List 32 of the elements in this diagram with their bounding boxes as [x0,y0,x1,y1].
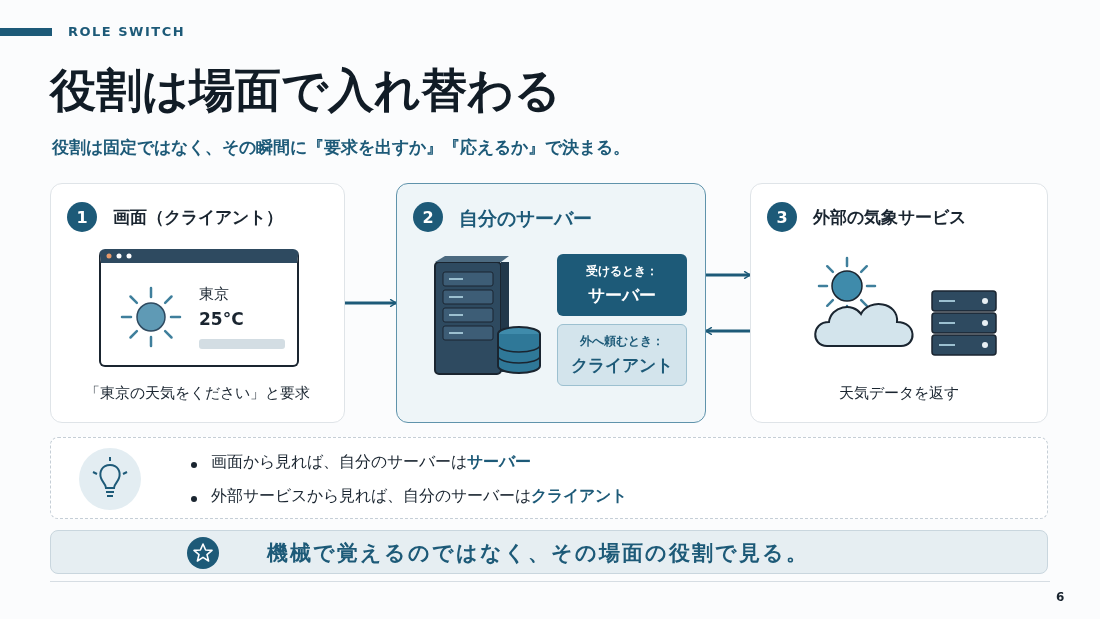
page-number: 6 [1056,590,1065,604]
role-name: サーバー [588,284,656,307]
bullet-text: 画面から見れば、自分のサーバーはサーバー [211,452,531,473]
role-box [557,324,687,386]
role-box [557,254,687,316]
card-caption: 「東京の天気をください」と要求 [84,384,311,403]
number-badge: 1 [67,202,97,232]
role-condition: 外へ頼むとき： [580,333,664,350]
note-panel [50,437,1048,519]
title: 役割は場面で入れ替わる [50,62,561,119]
number-badge: 3 [767,202,797,232]
step-card [750,183,1048,423]
card-caption: 天気データを返す [838,384,960,403]
card-heading: 外部の気象サービス [813,206,966,229]
arrow [706,270,751,280]
card-heading: 画面（クライアント） [113,206,283,229]
number-badge: 2 [413,202,443,232]
city-name: 東京 [199,285,229,304]
arrow [705,326,750,336]
role-condition: 受けるとき： [586,263,658,280]
subtitle: 役割は固定ではなく、その瞬間に『要求を出すか』『応えるか』で決まる。 [52,136,630,159]
key-point-text: 機械で覚えるのではなく、その場面の役割で見る。 [267,540,809,567]
key-point-banner [50,530,1048,574]
bullet-text: 外部サービスから見れば、自分のサーバーはクライアント [211,486,627,507]
browser-window [99,249,299,367]
step-card [50,183,345,423]
section-label: ROLE SWITCH [68,24,186,39]
arrow [345,298,397,308]
temperature: 25°C [199,309,244,329]
step-card [396,183,706,423]
role-name: クライアント [571,354,673,377]
card-heading: 自分のサーバー [459,206,592,231]
